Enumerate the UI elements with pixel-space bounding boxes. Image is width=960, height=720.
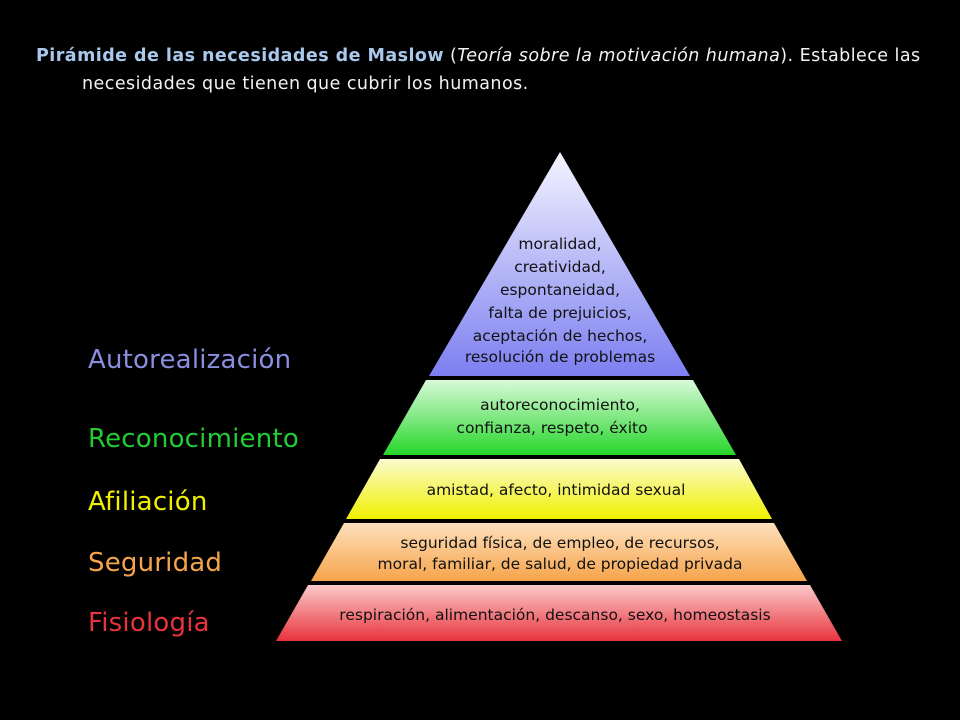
caption-italic-text: Teoría sobre la motivación humana	[457, 46, 781, 66]
caption: Pirámide de las necesidades de Maslow (T…	[36, 42, 960, 98]
caption-rest: Establece las necesidades que tienen que…	[82, 46, 921, 94]
tier-text-seguridad-2: moral, familiar, de salud, de propiedad …	[378, 555, 743, 573]
tier-label-fisiologia: Fisiología	[88, 608, 210, 638]
tier-shape-afiliacion	[346, 459, 772, 519]
tier-label-autorealizacion: Autorealización	[88, 345, 292, 375]
tier-label-reconocimiento: Reconocimiento	[88, 424, 299, 454]
tier-text-afiliacion-1: amistad, afecto, intimidad sexual	[427, 481, 686, 499]
tier-label-seguridad: Seguridad	[88, 548, 223, 578]
tier-text-autorealizacion-5: aceptación de hechos,	[473, 327, 648, 345]
tier-label-afiliacion: Afiliación	[88, 487, 208, 517]
tier-text-autorealizacion-4: falta de prejuicios,	[488, 304, 631, 322]
tier-shape-seguridad	[311, 523, 807, 581]
tier-text-autorealizacion-6: resolución de problemas	[465, 348, 655, 366]
tier-text-fisiologia-1: respiración, alimentación, descanso, sex…	[339, 606, 770, 624]
tier-text-autorealizacion-3: espontaneidad,	[500, 281, 620, 299]
caption-open-paren: (	[443, 46, 458, 66]
tier-text-autorealizacion-2: creatividad,	[514, 258, 606, 276]
tier-text-autorealizacion-1: moralidad,	[518, 235, 601, 253]
tier-shape-fisiologia	[276, 585, 842, 641]
tier-text-reconocimiento-1: autoreconocimiento,	[480, 396, 640, 414]
tier-text-seguridad-1: seguridad física, de empleo, de recursos…	[400, 534, 719, 552]
caption-title: Pirámide de las necesidades de Maslow	[36, 46, 444, 66]
tier-text-reconocimiento-2: confianza, respeto, éxito	[456, 419, 647, 437]
tier-shape-autorealizacion	[429, 152, 690, 376]
tier-shape-reconocimiento	[383, 380, 736, 455]
caption-close-paren: ).	[780, 46, 794, 66]
